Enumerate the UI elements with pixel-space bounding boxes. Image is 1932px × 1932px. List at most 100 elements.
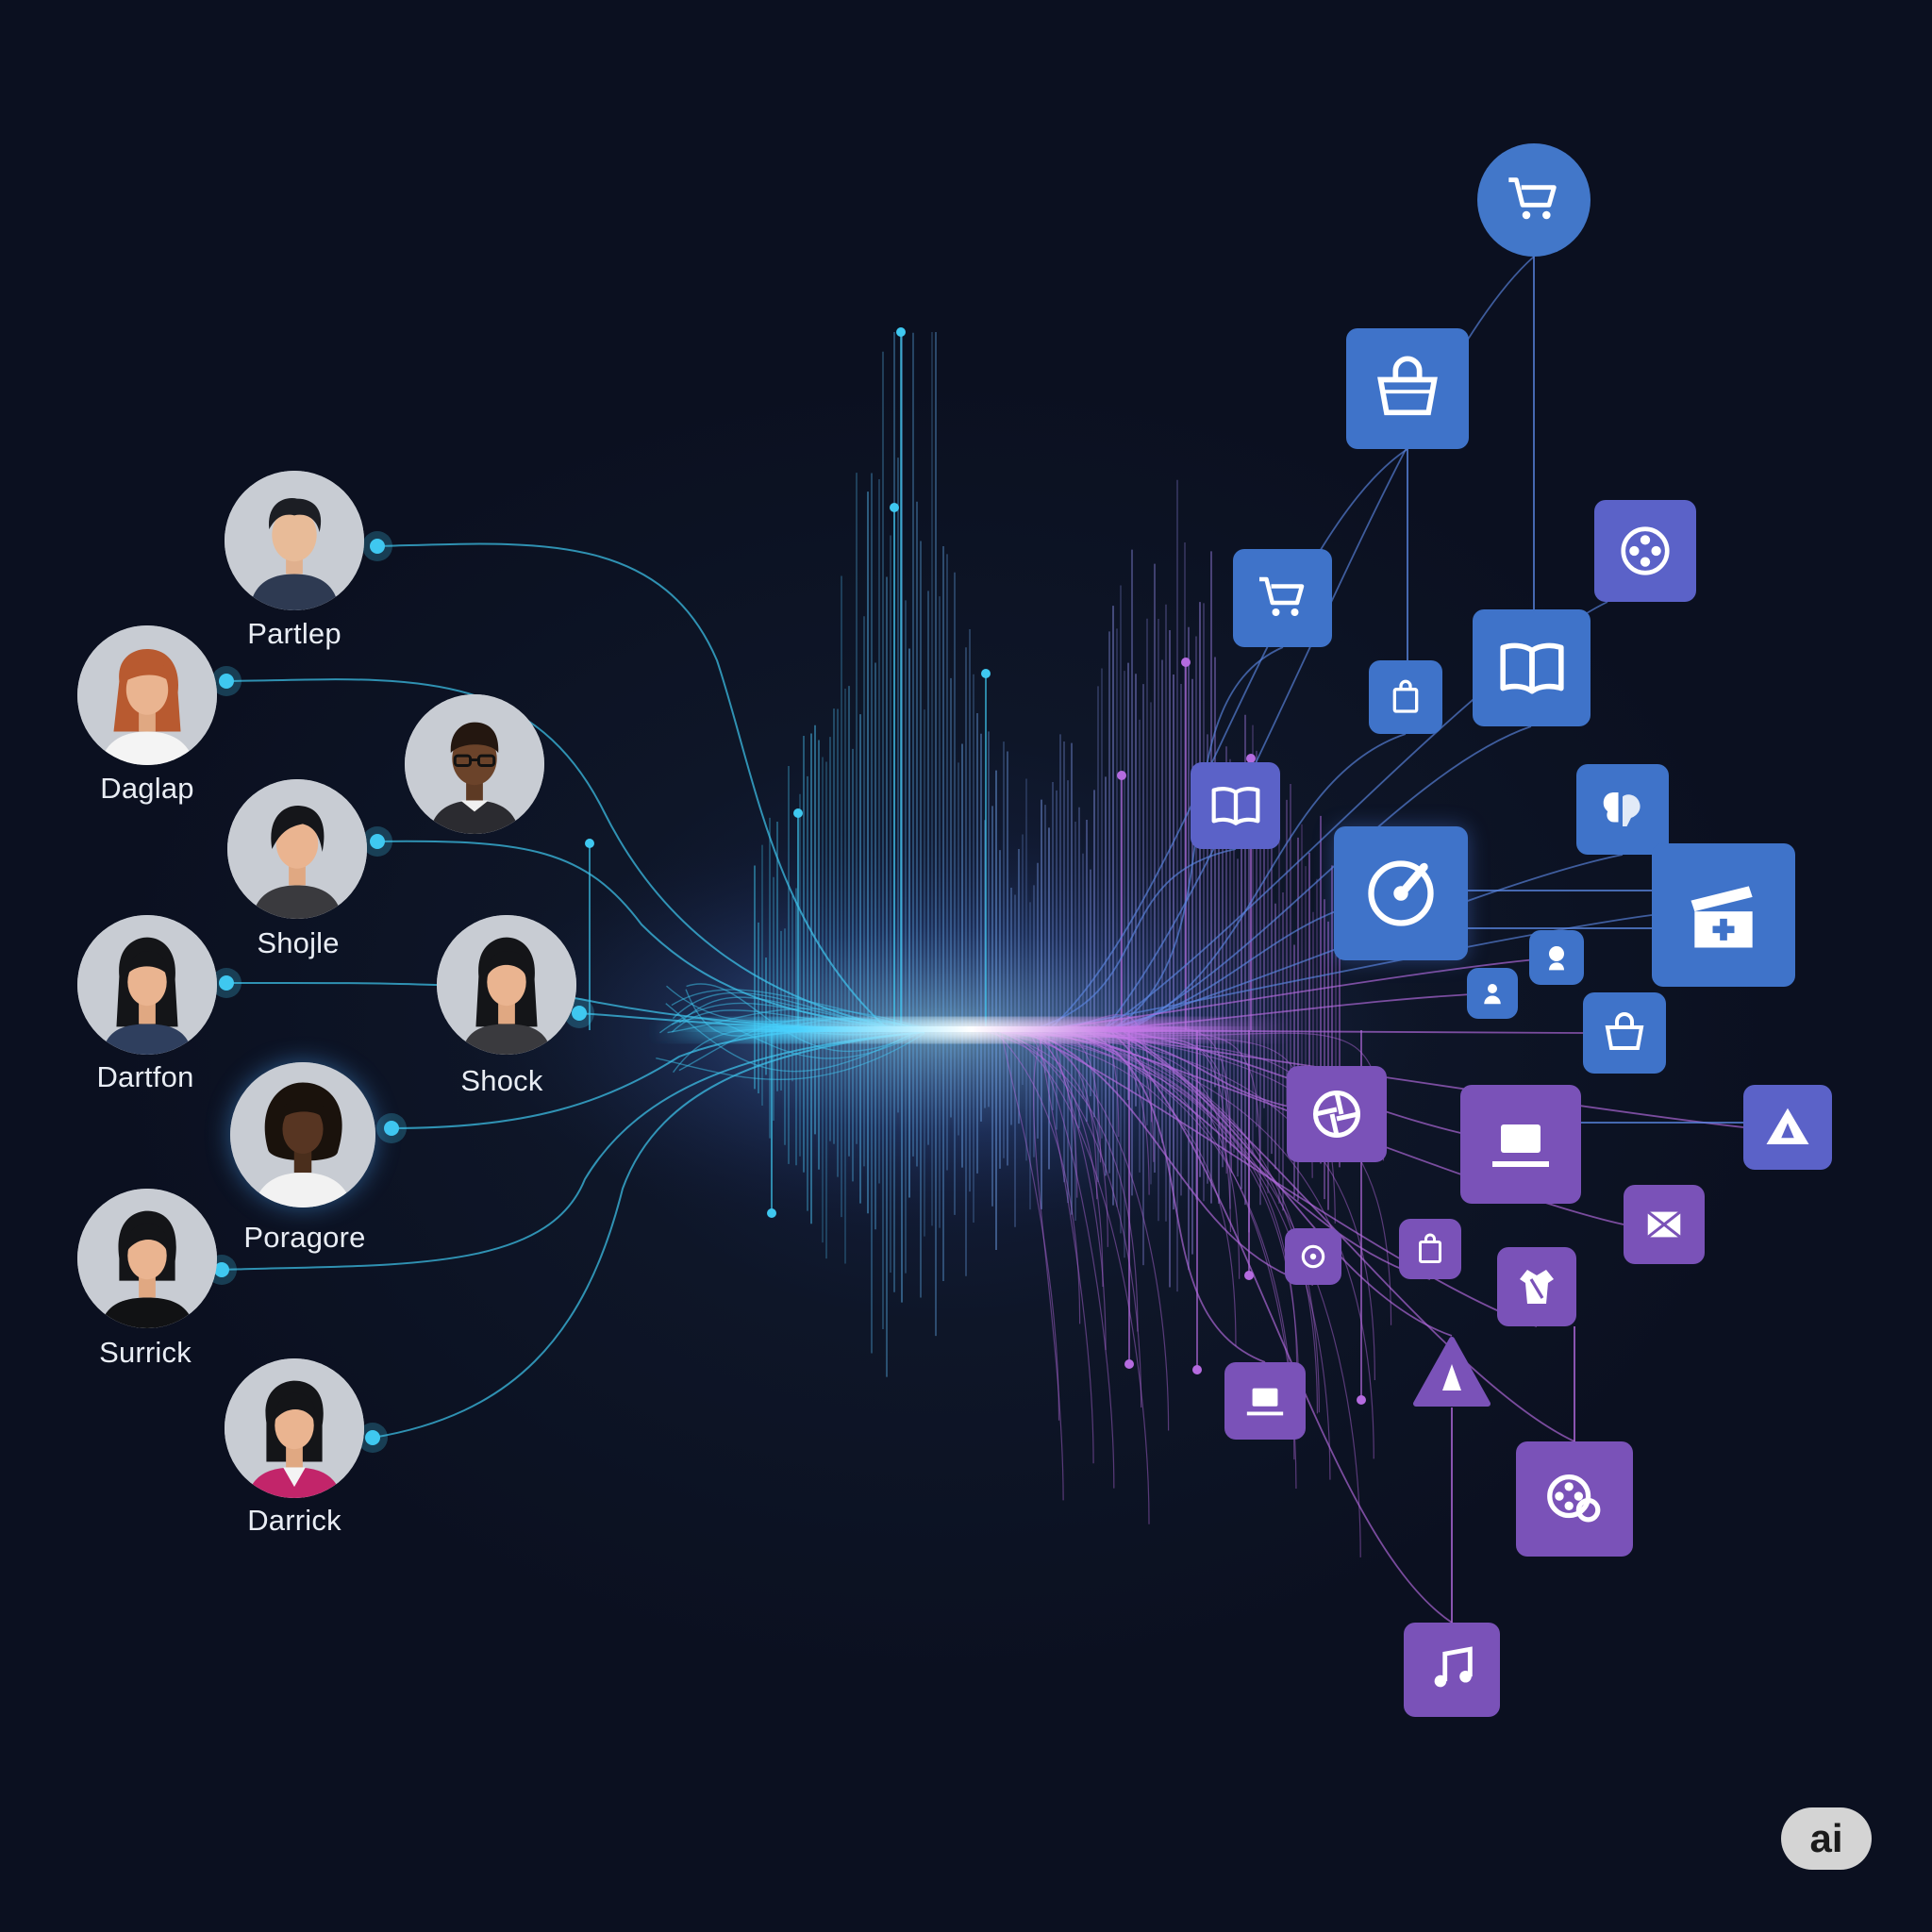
app-image[interactable] xyxy=(1624,1185,1705,1264)
connection-dot xyxy=(214,1262,229,1277)
app-wire xyxy=(1121,1029,1575,1442)
cart-icon xyxy=(1258,576,1304,616)
app-film-reel-violet[interactable] xyxy=(1516,1441,1633,1557)
spike-tip-dot xyxy=(1244,1271,1254,1280)
avatar-poragore[interactable] xyxy=(230,1062,375,1208)
connection-dot xyxy=(370,834,385,849)
app-wire xyxy=(1027,1029,1314,1286)
clapperboard-icon xyxy=(1690,886,1753,948)
violet-strand xyxy=(998,1029,1300,1399)
avatar-daglap[interactable] xyxy=(77,625,217,765)
app-cart-circle[interactable] xyxy=(1477,143,1591,257)
violet-strand xyxy=(1040,1029,1104,1288)
avatar-partlep[interactable] xyxy=(225,471,364,610)
person-label: Shock xyxy=(460,1064,543,1097)
connection-dot-glow xyxy=(211,968,242,998)
app-book-small[interactable] xyxy=(1191,762,1280,849)
app-warning-violet[interactable] xyxy=(1412,1336,1491,1407)
app-music-disc[interactable] xyxy=(1334,826,1468,960)
app-bag[interactable] xyxy=(1583,992,1666,1074)
app-wire xyxy=(1084,1029,1266,1363)
app-user[interactable] xyxy=(1467,968,1518,1019)
spike-tip-dot xyxy=(767,1208,776,1218)
app-laptop-large[interactable] xyxy=(1460,1085,1581,1204)
avatar-unnamed[interactable] xyxy=(405,694,544,834)
app-wire xyxy=(1047,448,1408,1031)
laptop-icon xyxy=(1246,1388,1284,1416)
app-laptop-small[interactable] xyxy=(1224,1362,1306,1440)
app-film-reel[interactable] xyxy=(1594,500,1696,602)
app-music-note[interactable] xyxy=(1404,1623,1500,1717)
warning-icon xyxy=(1413,1337,1491,1407)
connection-dot xyxy=(370,539,385,554)
aperture-icon xyxy=(1313,1091,1360,1138)
avatar-darrick[interactable] xyxy=(225,1358,364,1498)
connection-dot-glow xyxy=(358,1423,388,1453)
connection-dot xyxy=(365,1430,380,1445)
bag-icon xyxy=(1605,1012,1644,1050)
app-bag-small[interactable] xyxy=(1369,660,1442,734)
shopping-bag-icon xyxy=(1377,356,1438,416)
app-aperture[interactable] xyxy=(1287,1066,1387,1162)
connection-dot-glow xyxy=(376,1113,407,1143)
spike-tip-dot xyxy=(896,327,906,337)
violet-strand xyxy=(995,1029,1150,1524)
person-icon xyxy=(77,625,217,765)
warning-icon xyxy=(1766,1108,1809,1144)
spike-tip-dot xyxy=(1192,1365,1202,1374)
shirt-icon xyxy=(1520,1270,1554,1304)
app-brain[interactable] xyxy=(1576,764,1669,855)
spike-tip-dot xyxy=(1181,658,1191,667)
app-clapperboard[interactable] xyxy=(1652,843,1795,987)
app-wire xyxy=(1108,1029,1453,1624)
person-icon xyxy=(225,1358,364,1498)
avatar-shojle[interactable] xyxy=(227,779,367,919)
app-disc[interactable] xyxy=(1285,1228,1341,1285)
violet-strand xyxy=(997,1029,1142,1407)
spike-tip-dot xyxy=(1357,1395,1366,1405)
spike-tip-dot xyxy=(981,669,991,678)
book-icon xyxy=(1499,642,1564,694)
user-icon xyxy=(1484,984,1501,1005)
avatar-shock[interactable] xyxy=(437,915,576,1055)
person-label: Shojle xyxy=(257,926,340,959)
spike-tip-dot xyxy=(1117,771,1126,780)
person-icon xyxy=(230,1062,375,1208)
app-book-large[interactable] xyxy=(1473,609,1591,726)
connection-dot xyxy=(219,975,234,991)
app-wire xyxy=(1122,725,1532,1031)
film-reel-icon xyxy=(1547,1474,1601,1523)
app-wire xyxy=(1028,848,1237,1031)
connection-dot-glow xyxy=(362,531,392,561)
violet-strand xyxy=(1033,1029,1064,1501)
violet-strand xyxy=(996,1029,1237,1346)
avatar-dartfon[interactable] xyxy=(77,915,217,1055)
person-icon xyxy=(225,471,364,610)
disc-icon xyxy=(1301,1244,1325,1269)
violet-strand xyxy=(1023,1029,1331,1480)
app-shirt[interactable] xyxy=(1497,1247,1576,1326)
violet-strand xyxy=(1023,1029,1170,1431)
head-icon xyxy=(1549,946,1564,971)
app-bag-violet[interactable] xyxy=(1399,1219,1461,1279)
person-icon xyxy=(77,915,217,1055)
laptop-icon xyxy=(1492,1124,1549,1167)
brain-icon xyxy=(1603,792,1641,826)
image-icon xyxy=(1646,1210,1682,1239)
person-label: Darrick xyxy=(247,1504,341,1537)
person-label: Surrick xyxy=(99,1336,192,1369)
book-icon xyxy=(1211,787,1259,825)
app-cart[interactable] xyxy=(1233,549,1332,647)
app-warning-right[interactable] xyxy=(1743,1085,1832,1170)
ai-badge: ai xyxy=(1781,1807,1872,1870)
app-shopping-bag[interactable] xyxy=(1346,328,1469,449)
violet-strand xyxy=(1036,1029,1320,1413)
spike-tip-dot xyxy=(1246,754,1256,763)
film-reel-icon xyxy=(1621,526,1670,575)
person-label: Poragore xyxy=(243,1221,366,1254)
app-head[interactable] xyxy=(1529,930,1584,985)
avatar-surrick[interactable] xyxy=(77,1189,217,1328)
violet-strand xyxy=(1011,1029,1374,1459)
violet-strand xyxy=(986,1029,1298,1380)
